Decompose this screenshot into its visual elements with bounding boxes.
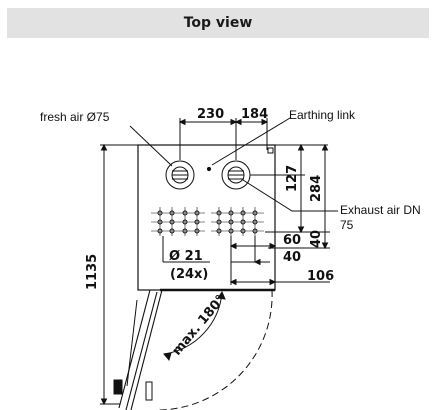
hole-diameter-label: Ø 21 [169,249,203,264]
page-title: Top view [183,15,253,31]
hole-leader-line [162,236,210,263]
dimension-bottom [229,236,330,286]
exhaust-air-port-fins [228,170,244,180]
dim-40-mid-label: 40 [283,250,301,265]
door-swing-arrows [163,290,226,362]
mounting-holes-left [151,207,205,236]
dim-40-right-label: 40 [309,230,324,248]
exhaust-air-leader [242,179,338,212]
dim-60-label: 60 [283,233,301,248]
dim-127-label: 127 [285,165,300,192]
dim-1135-label: 1135 [85,254,100,290]
door [113,289,163,410]
dimension-right [250,143,330,250]
dim-184-label: 184 [241,107,268,122]
dim-230-label: 230 [197,107,224,122]
door-swing-arc [157,289,273,410]
earthing-leader [211,117,291,166]
fresh-air-port [165,160,195,190]
door-swing-label: max. 180° [170,292,229,358]
fresh-air-leader [129,125,173,167]
door-swing-angle-arc [163,291,223,355]
hole-count-label: (24x) [170,267,208,282]
dim-106-label: 106 [307,269,334,284]
fresh-air-port-fins [172,170,188,180]
exhaust-air-label: Exhaust air DN [340,203,421,217]
dimension-depth [100,143,138,406]
exhaust-air-label-line2: 75 [340,218,354,232]
title-bar: Top view [7,8,429,38]
fresh-air-label: fresh air Ø75 [40,110,110,124]
mounting-holes-right [211,207,264,236]
earthing-link-point [206,166,212,172]
dim-284-label: 284 [309,175,324,202]
corner-marker [267,147,274,154]
dimension-top [178,118,269,160]
earthing-link-label: Earthing link [289,108,356,122]
